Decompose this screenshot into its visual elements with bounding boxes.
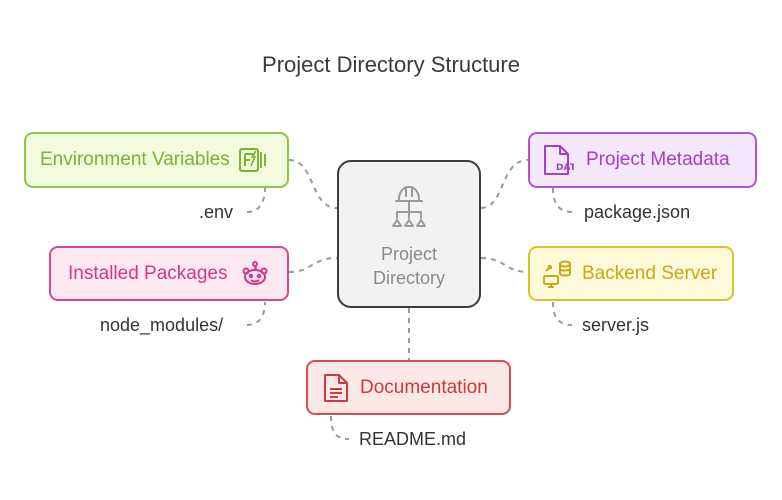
environment-variables-node: Environment Variables	[24, 132, 289, 188]
document-icon	[322, 372, 350, 404]
documentation-label: Documentation	[360, 376, 488, 398]
connector-packages	[288, 257, 338, 273]
installed-packages-node: Installed Packages	[49, 246, 289, 301]
env-filename: .env	[199, 202, 234, 222]
backend-server-node: Backend Server	[528, 246, 734, 301]
backend-server-label: Backend Server	[582, 262, 718, 284]
connector-env	[288, 159, 338, 209]
project-directory-node: Project Directory	[337, 160, 481, 308]
project-metadata-node: DAT Project Metadata	[528, 132, 757, 188]
environment-variables-label: Environment Variables	[40, 149, 230, 170]
center-line-1: Project	[380, 244, 438, 264]
center-line-2: Directory	[372, 268, 445, 288]
packages-filename: node_modules/	[100, 315, 224, 335]
connector-metadata-file	[552, 187, 573, 213]
svg-text:DAT: DAT	[556, 163, 574, 173]
installed-packages-label: Installed Packages	[68, 262, 228, 284]
metadata-filename: package.json	[584, 202, 691, 222]
connector-backend	[480, 257, 529, 273]
connector-packages-file	[246, 301, 266, 326]
connector-env-file	[246, 187, 266, 213]
package-bot-icon	[240, 259, 270, 289]
project-directory-label: Project Directory	[339, 242, 479, 290]
server-database-icon	[541, 258, 573, 290]
env-file-icon	[238, 145, 268, 175]
connector-docs-file	[330, 415, 350, 440]
dat-file-icon: DAT	[542, 143, 574, 177]
docs-filename: README.md	[359, 429, 467, 449]
connector-backend-file	[552, 301, 573, 326]
hierarchy-helmet-icon	[392, 186, 426, 227]
backend-filename: server.js	[582, 315, 650, 335]
documentation-node: Documentation	[306, 360, 511, 415]
project-metadata-label: Project Metadata	[586, 149, 730, 170]
diagram-title: Project Directory Structure	[262, 52, 520, 77]
connector-metadata	[480, 159, 529, 209]
